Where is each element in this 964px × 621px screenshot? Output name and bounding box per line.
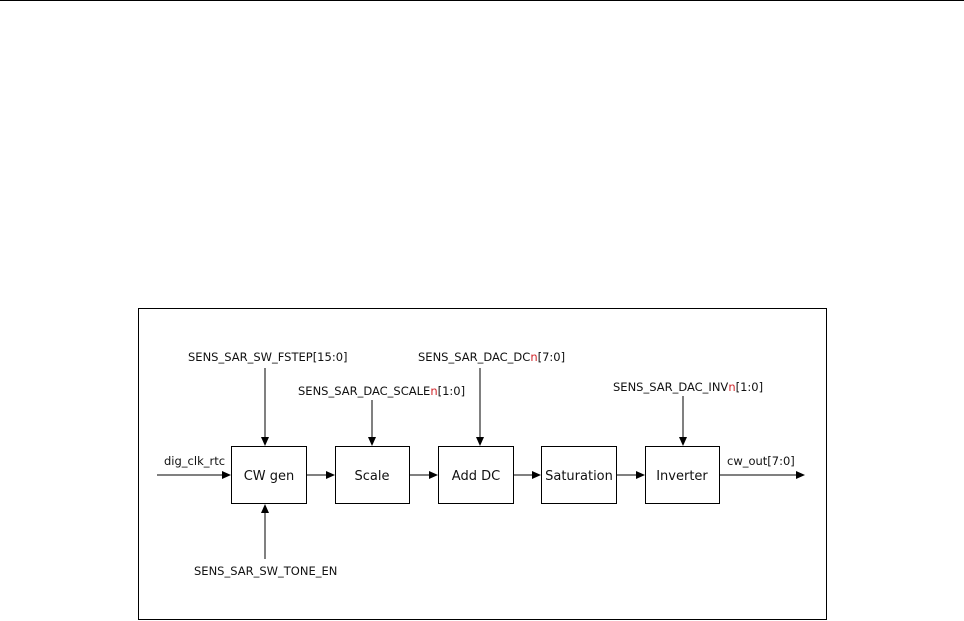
cw-gen-block [231, 446, 307, 504]
add-dc-block [438, 446, 514, 504]
diagram-frame [138, 308, 827, 620]
tone-en-label: SENS_SAR_SW_TONE_EN [194, 564, 337, 578]
saturation-block [541, 446, 617, 504]
scale-block [335, 446, 410, 504]
inverter-block [645, 446, 720, 504]
inv-ctrl-label: SENS_SAR_DAC_INVn[1:0] [613, 380, 763, 394]
output-label: cw_out[7:0] [727, 454, 795, 468]
saturation-label: Saturation [545, 469, 613, 484]
cw-gen-label: CW gen [244, 469, 295, 484]
add-dc-label: Add DC [452, 469, 500, 484]
inverter-label: Inverter [656, 469, 708, 484]
scale-ctrl-label: SENS_SAR_DAC_SCALEn[1:0] [298, 384, 465, 398]
scale-label: Scale [355, 469, 390, 484]
top-rule [0, 0, 964, 1]
fstep-label: SENS_SAR_SW_FSTEP[15:0] [188, 350, 348, 364]
dc-ctrl-label: SENS_SAR_DAC_DCn[7:0] [418, 350, 565, 364]
clk-input-label: dig_clk_rtc [164, 454, 225, 468]
